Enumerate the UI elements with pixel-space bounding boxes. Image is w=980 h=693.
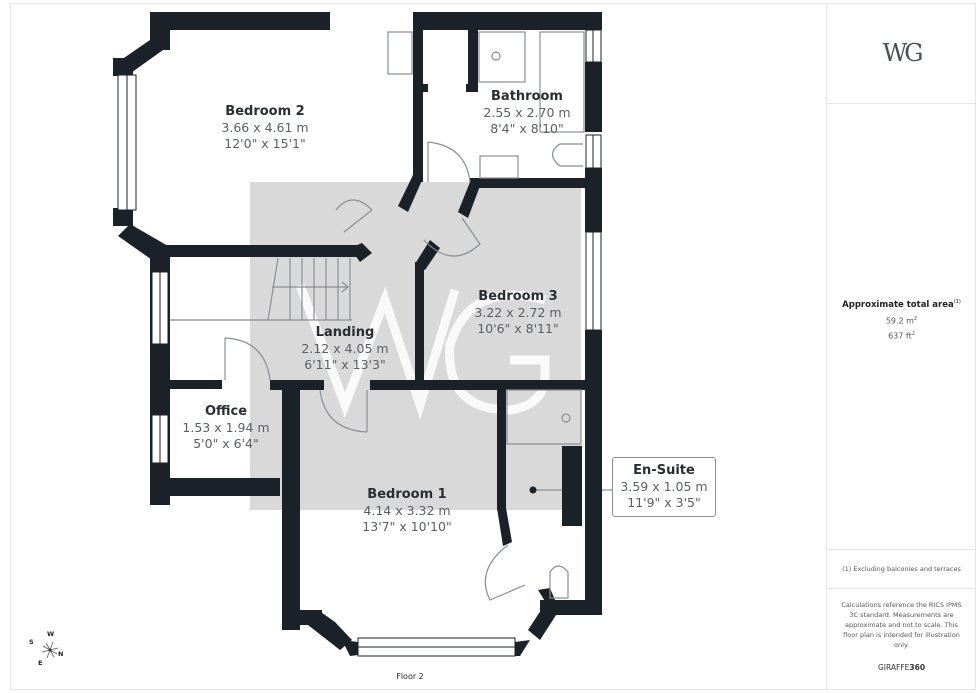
- area-title-text: Approximate total area: [842, 299, 954, 310]
- room-name: Bedroom 1: [367, 487, 447, 502]
- area-m2-sup: 2: [913, 315, 918, 322]
- brand-light: GIRAFFE: [877, 663, 910, 672]
- area-imperial: 637 ft2: [827, 331, 976, 341]
- room-label-bedroom-2: Bedroom 2 3.66 x 4.61 m 12'0" x 15'1": [221, 103, 308, 152]
- giraffe360-brand: GIRAFFE360: [827, 663, 976, 672]
- total-area: Approximate total area(1) 59.2 m2 637 ft…: [827, 299, 976, 341]
- room-metric: 3.22 x 2.72 m: [474, 305, 562, 320]
- room-label-bedroom-1: Bedroom 1 4.14 x 3.32 m 13'7" x 10'10": [362, 486, 451, 535]
- compass-icon: W S N E: [28, 628, 68, 668]
- room-name: En-Suite: [633, 463, 695, 478]
- ensuite-toilet: [549, 565, 569, 599]
- room-label-bathroom: Bathroom 2.55 x 2.70 m 8'4" x 8'10": [483, 88, 570, 137]
- room-metric: 2.12 x 4.05 m: [301, 341, 389, 356]
- room-metric: 3.59 x 1.05 m: [620, 479, 708, 494]
- room-name: Office: [204, 404, 248, 419]
- room-metric: 3.66 x 4.61 m: [221, 120, 309, 135]
- disclaimer: Calculations reference the RICS IPMS 3C …: [841, 601, 962, 649]
- ensuite-marker: [529, 486, 537, 494]
- room-metric: 4.14 x 3.32 m: [363, 503, 451, 518]
- sink: [479, 155, 519, 179]
- room-imperial: 5'0" x 6'4": [193, 436, 259, 451]
- compass-n: N: [58, 650, 64, 658]
- area-ft2-sup: 2: [911, 331, 915, 338]
- room-name: Bedroom 2: [225, 104, 305, 119]
- room-label-landing: Landing 2.12 x 4.05 m 6'11" x 13'3": [301, 324, 388, 373]
- brand-logo: WG: [827, 3, 976, 104]
- area-footnote: (1) Excluding balconies and terraces: [827, 549, 976, 589]
- info-sidebar: WG Approximate total area(1) 59.2 m2 637…: [826, 3, 976, 690]
- room-imperial: 13'7" x 10'10": [362, 519, 452, 534]
- compass-s: S: [29, 638, 34, 646]
- compass-e: E: [38, 659, 43, 667]
- room-label-en-suite: En-Suite 3.59 x 1.05 m 11'9" x 3'5": [612, 457, 716, 517]
- windows: [117, 12, 602, 657]
- room-imperial: 6'11" x 13'3": [304, 357, 386, 372]
- room-name: Bathroom: [491, 89, 563, 104]
- room-metric: 1.53 x 1.94 m: [182, 420, 270, 435]
- wardrobe: [387, 31, 413, 75]
- room-name: Bedroom 3: [478, 289, 558, 304]
- ensuite-shower: [506, 389, 582, 445]
- area-metric: 59.2 m2: [827, 316, 976, 326]
- fixtures: [170, 31, 612, 601]
- area-title: Approximate total area(1): [827, 299, 976, 310]
- area-m2: 59.2 m: [885, 316, 914, 326]
- bathtub: [539, 31, 585, 133]
- room-label-office: Office 1.53 x 1.94 m 5'0" x 6'4": [182, 403, 269, 452]
- room-name: Landing: [315, 325, 375, 340]
- toilet: [551, 143, 583, 167]
- room-imperial: 10'6" x 8'11": [477, 321, 559, 336]
- floor-label: Floor 2: [396, 672, 424, 681]
- room-imperial: 11'9" x 3'5": [627, 495, 701, 510]
- shower-tray: [478, 31, 526, 83]
- room-imperial: 12'0" x 15'1": [224, 136, 306, 151]
- area-footnote-mark: (1): [953, 299, 961, 305]
- room-metric: 2.55 x 2.70 m: [483, 105, 571, 120]
- brand-bold: 360: [909, 663, 926, 672]
- floor-plan: [113, 12, 612, 657]
- room-imperial: 8'4" x 8'10": [490, 121, 564, 136]
- area-ft2: 637 ft: [888, 332, 912, 342]
- compass-w: W: [47, 630, 55, 638]
- room-label-bedroom-3: Bedroom 3 3.22 x 2.72 m 10'6" x 8'11": [474, 288, 561, 337]
